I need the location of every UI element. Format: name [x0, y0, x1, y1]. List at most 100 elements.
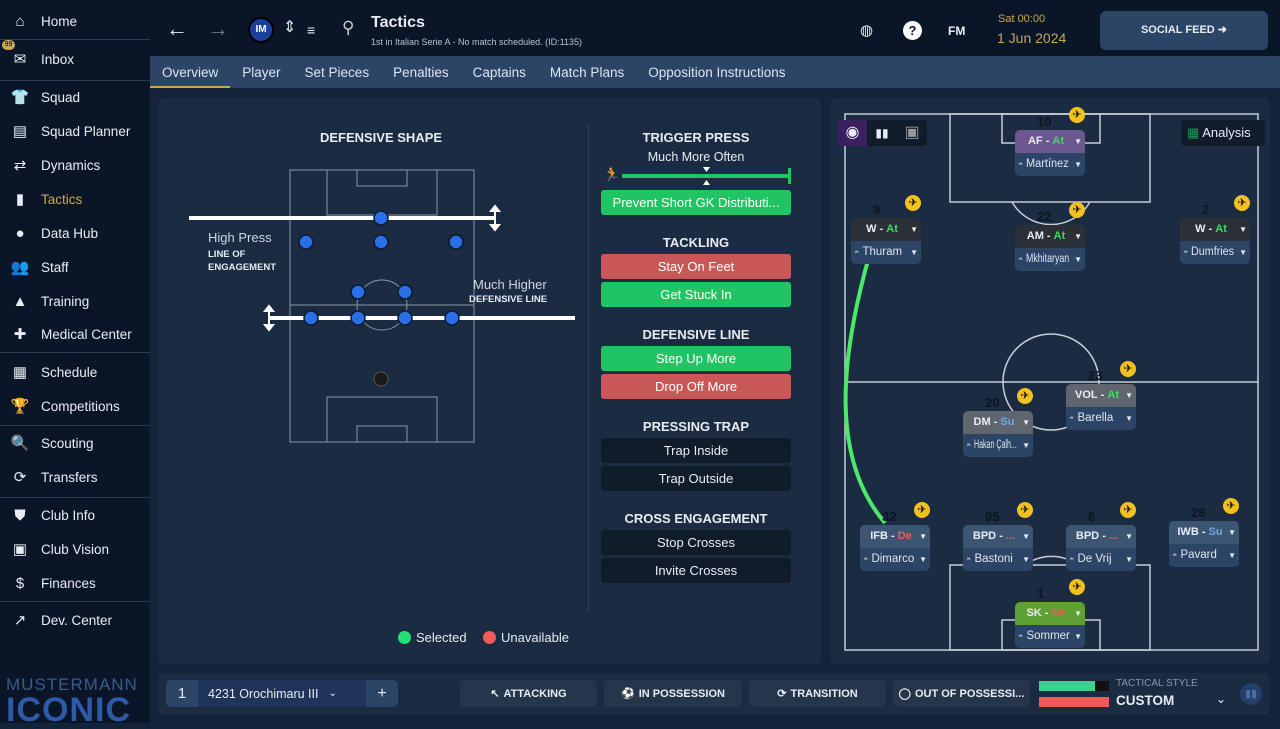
stop-crosses-button[interactable]: Stop Crosses [601, 530, 791, 555]
role-selector[interactable]: IWB - Su▼ [1169, 521, 1239, 544]
social-feed-button[interactable]: SOCIAL FEED ➜ [1100, 11, 1268, 50]
club-switch-icon[interactable]: ⇕ [283, 19, 297, 36]
tab-captains[interactable]: Captains [472, 65, 526, 80]
attacking-button[interactable]: ↖ATTACKING [460, 680, 597, 707]
loe-drag-handle[interactable] [488, 204, 502, 232]
sidebar-item-dev-center[interactable]: ↗Dev. Center [0, 605, 150, 635]
player-card[interactable]: DM - Su▼ ◓Hakan Çalh...▼ [963, 411, 1033, 457]
plane-icon[interactable]: ✈ [905, 195, 921, 211]
dl-drag-handle[interactable] [262, 304, 276, 332]
sidebar-item-schedule[interactable]: ▦Schedule [0, 357, 150, 387]
plane-icon[interactable]: ✈ [1017, 388, 1033, 404]
step-up-more-button[interactable]: Step Up More [601, 346, 791, 371]
player-card[interactable]: IWB - Su▼ ◓Pavard▼ [1169, 521, 1239, 567]
role-selector[interactable]: W - At▼ [851, 218, 921, 241]
player-selector[interactable]: ◓Thuram▼ [851, 241, 921, 264]
player-card[interactable]: SK - De▼ ◓Sommer▼ [1015, 602, 1085, 648]
tab-match-plans[interactable]: Match Plans [549, 65, 625, 80]
tactic-selector[interactable]: 1 4231 Orochimaru III ⌄ + [166, 680, 398, 707]
sidebar-item-competitions[interactable]: 🏆Competitions [0, 391, 150, 421]
drop-off-more-button[interactable]: Drop Off More [601, 374, 791, 399]
trap-outside-button[interactable]: Trap Outside [601, 466, 791, 491]
plane-icon[interactable]: ✈ [1120, 502, 1136, 518]
plane-icon[interactable]: ✈ [1223, 498, 1239, 514]
player-selector[interactable]: ◓Martínez▼ [1015, 153, 1085, 176]
plane-icon[interactable]: ✈ [1069, 202, 1085, 218]
plane-icon[interactable]: ✈ [1017, 502, 1033, 518]
plane-icon[interactable]: ✈ [1069, 579, 1085, 595]
style-chevron-icon[interactable]: ⌄ [1216, 692, 1227, 706]
search-icon[interactable]: ⚲ [342, 18, 355, 37]
trap-inside-button[interactable]: Trap Inside [601, 438, 791, 463]
tab-penalties[interactable]: Penalties [393, 65, 449, 80]
player-card[interactable]: AM - At▼ ◓Mkhitaryan▼ [1015, 225, 1085, 271]
tactic-name[interactable]: 4231 Orochimaru III [208, 686, 319, 701]
sidebar-item-transfers[interactable]: ⟳Transfers [0, 462, 150, 492]
player-card[interactable]: IFB - De▼ ◓Dimarco▼ [860, 525, 930, 571]
sidebar-item-squad-planner[interactable]: ▤Squad Planner [0, 116, 150, 146]
player-card[interactable]: VOL - At▼ ◓Barella▼ [1066, 384, 1136, 430]
plane-icon[interactable]: ✈ [1234, 195, 1250, 211]
sidebar-item-data-hub[interactable]: ●Data Hub [0, 218, 150, 248]
get-stuck-in-button[interactable]: Get Stuck In [601, 282, 791, 307]
player-selector[interactable]: ◓De Vrij▼ [1066, 548, 1136, 571]
sidebar-item-tactics[interactable]: ▮Tactics [0, 184, 150, 214]
player-selector[interactable]: ◓Mkhitaryan▼ [1015, 248, 1085, 271]
sidebar-item-staff[interactable]: 👥Staff [0, 252, 150, 282]
instructions-view-icon[interactable]: ▣ [904, 124, 920, 141]
menu-icon[interactable]: ≡ [307, 22, 316, 38]
player-card[interactable]: W - At▼ ◓Thuram▼ [851, 218, 921, 264]
player-card[interactable]: AF - At▼ ◓Martínez▼ [1015, 130, 1085, 176]
role-selector[interactable]: BPD - ...▼ [1066, 525, 1136, 548]
sidebar-item-home[interactable]: ⌂Home [0, 6, 150, 36]
sidebar-item-training[interactable]: ▲Training [0, 286, 150, 316]
sidebar-item-dynamics[interactable]: ⇄Dynamics [0, 150, 150, 180]
plane-icon[interactable]: ✈ [914, 502, 930, 518]
fm-button[interactable]: FM [948, 24, 966, 38]
player-card[interactable]: BPD - ...▼ ◓De Vrij▼ [1066, 525, 1136, 571]
in-possession-button[interactable]: ⚽IN POSSESSION [604, 680, 742, 707]
tab-opposition-instructions[interactable]: Opposition Instructions [648, 65, 786, 80]
player-selector[interactable]: ◓Hakan Çalh...▼ [963, 434, 1033, 457]
player-selector[interactable]: ◓Barella▼ [1066, 407, 1136, 430]
tab-overview[interactable]: Overview [150, 56, 231, 88]
sidebar-item-club-info[interactable]: ⛊Club Info [0, 500, 150, 530]
player-selector[interactable]: ◓Dumfries▼ [1180, 241, 1250, 264]
forward-icon[interactable]: → [207, 16, 229, 41]
chevron-down-icon[interactable]: ⌄ [328, 688, 337, 699]
sidebar-item-club-vision[interactable]: ▣Club Vision [0, 534, 150, 564]
tactical-style-value[interactable]: CUSTOM [1116, 693, 1175, 708]
sidebar-item-medical-center[interactable]: ✚Medical Center [0, 319, 150, 349]
sidebar-item-inbox[interactable]: ✉Inbox [0, 44, 150, 74]
back-icon[interactable]: ← [166, 16, 188, 41]
help-icon[interactable]: ? [903, 21, 922, 40]
role-selector[interactable]: W - At▼ [1180, 218, 1250, 241]
role-selector[interactable]: VOL - At▼ [1066, 384, 1136, 407]
player-view-icon[interactable]: ◉ [838, 120, 867, 146]
sidebar-item-squad[interactable]: 👕Squad [0, 82, 150, 112]
tab-set-pieces[interactable]: Set Pieces [304, 65, 370, 80]
role-selector[interactable]: AM - At▼ [1015, 225, 1085, 248]
player-card[interactable]: W - At▼ ◓Dumfries▼ [1180, 218, 1250, 264]
tab-player[interactable]: Player [242, 65, 281, 80]
plane-icon[interactable]: ✈ [1069, 107, 1085, 123]
role-selector[interactable]: IFB - De▼ [860, 525, 930, 548]
slider-handle[interactable] [702, 166, 711, 186]
player-card[interactable]: BPD - ...▼ ◓Bastoni▼ [963, 525, 1033, 571]
role-selector[interactable]: DM - Su▼ [963, 411, 1033, 434]
game-date[interactable]: 1 Jun 2024 [997, 30, 1067, 46]
player-selector[interactable]: ◓Bastoni▼ [963, 548, 1033, 571]
role-selector[interactable]: AF - At▼ [1015, 130, 1085, 153]
plane-icon[interactable]: ✈ [1120, 361, 1136, 377]
style-chart-icon[interactable]: ▮▮ [1240, 683, 1262, 705]
trigger-press-slider[interactable] [622, 174, 791, 178]
out-of-possession-button[interactable]: ◯OUT OF POSSESSI... [893, 680, 1030, 707]
stay-on-feet-button[interactable]: Stay On Feet [601, 254, 791, 279]
role-selector[interactable]: BPD - ...▼ [963, 525, 1033, 548]
globe-icon[interactable]: ◍ [860, 22, 874, 39]
player-selector[interactable]: ◓Sommer▼ [1015, 625, 1085, 648]
player-selector[interactable]: ◓Pavard▼ [1169, 544, 1239, 567]
prevent-short-gk-button[interactable]: Prevent Short GK Distributi... [601, 190, 791, 215]
add-tactic-button[interactable]: + [366, 680, 398, 707]
invite-crosses-button[interactable]: Invite Crosses [601, 558, 791, 583]
